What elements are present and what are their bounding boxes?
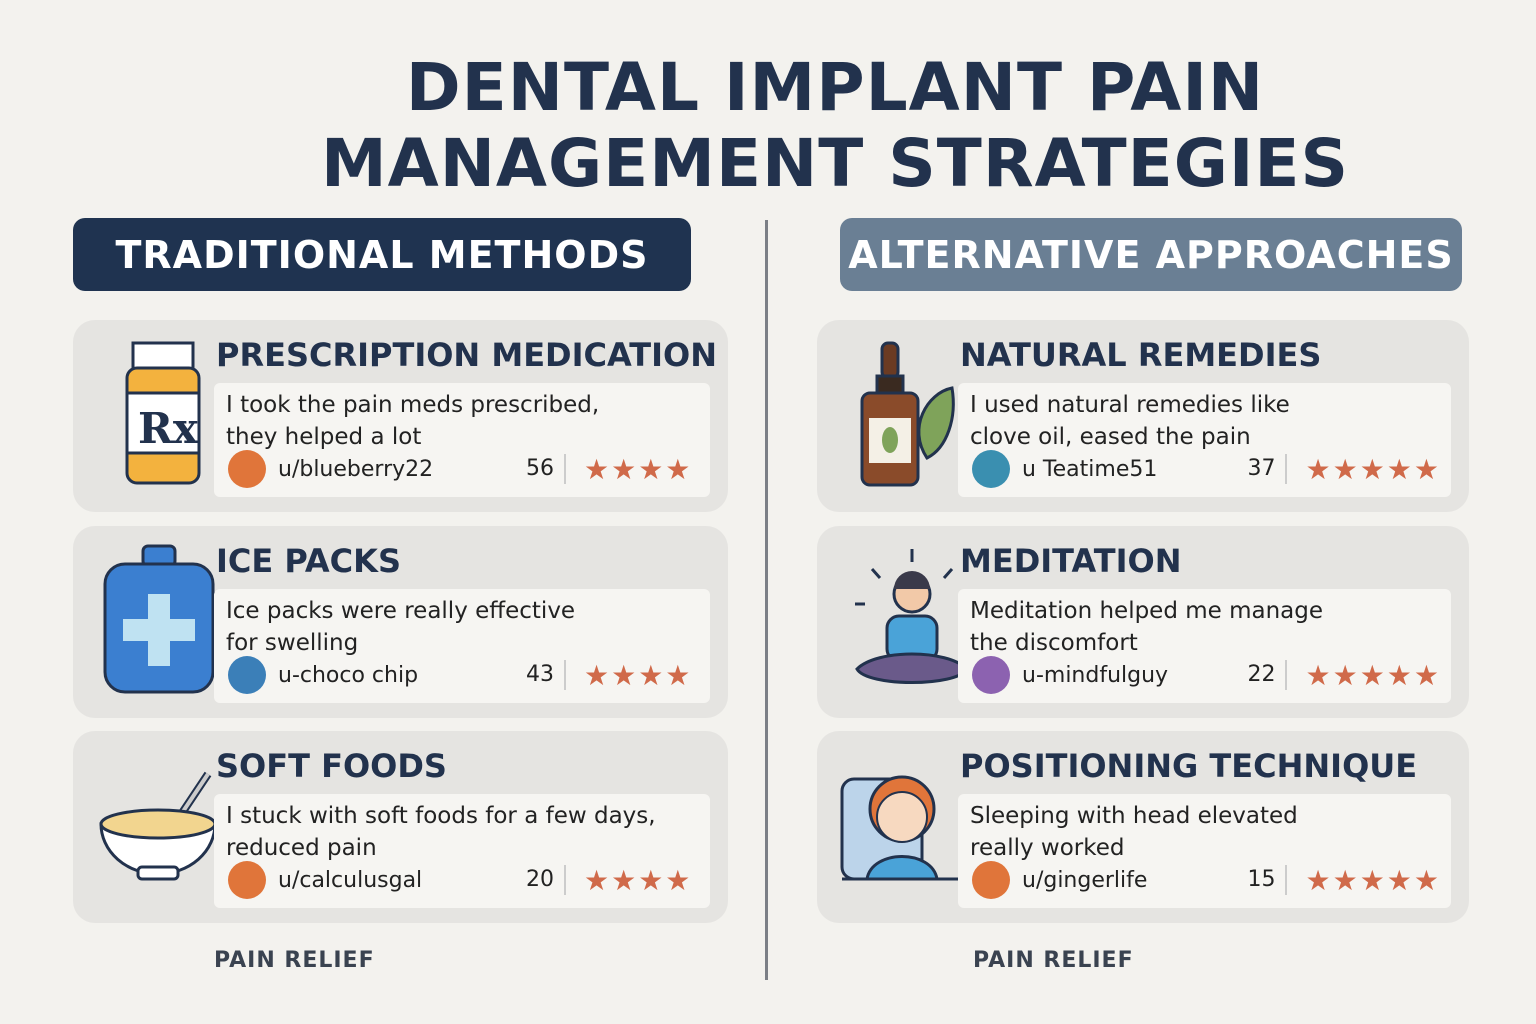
pill-bottle-icon: Rx [93, 338, 223, 488]
bowl-icon [93, 749, 223, 899]
sleeping-person-icon [837, 749, 967, 899]
star-rating: ★★★★★ [1305, 452, 1441, 486]
page-title: DENTAL IMPLANT PAIN MANAGEMENT STRATEGIE… [320, 49, 1350, 202]
comment-line: I took the pain meds prescribed, [226, 392, 600, 418]
comment-line: clove oil, eased the pain [970, 424, 1251, 450]
comment-footer: u/calculusgal 20 ★★★★ [228, 860, 700, 900]
card-title: POSITIONING TECHNIQUE [960, 747, 1418, 785]
card-title: PRESCRIPTION MEDICATION [216, 336, 717, 374]
star-rating: ★★★★★ [1305, 658, 1441, 692]
strategy-card: SOFT FOODS I stuck with soft foods for a… [73, 731, 728, 923]
left-footer-label: PAIN RELIEF [214, 948, 375, 973]
comment-line: reduced pain [226, 835, 377, 861]
comment-footer: u/gingerlife 15 ★★★★★ [972, 860, 1441, 900]
star-rating: ★★★★★ [1305, 863, 1441, 897]
strategy-card: MEDITATION Meditation helped me manage th… [817, 526, 1469, 718]
strategy-card: NATURAL REMEDIES I used natural remedies… [817, 320, 1469, 512]
comment-line: for swelling [226, 630, 359, 656]
svg-text:Rx: Rx [138, 404, 199, 453]
username[interactable]: u/calculusgal [278, 867, 423, 893]
avatar [972, 861, 1010, 899]
comment-line: Meditation helped me manage [970, 598, 1324, 624]
avatar [228, 656, 266, 694]
comment-text: Ice packs were really effective for swell… [226, 595, 575, 659]
comment-footer: u-choco chip 43 ★★★★ [228, 655, 700, 695]
username[interactable]: u-choco chip [278, 662, 419, 688]
comment-footer: u-mindfulguy 22 ★★★★★ [972, 655, 1441, 695]
upvote-count: 20 [526, 865, 566, 895]
comment-box: I used natural remedies like clove oil, e… [958, 383, 1451, 497]
comment-footer: u Teatime51 37 ★★★★★ [972, 449, 1441, 489]
comment-line: I used natural remedies like [970, 392, 1290, 418]
dropper-bottle-icon [837, 338, 967, 488]
card-title: SOFT FOODS [216, 747, 447, 785]
star-rating: ★★★★ [584, 452, 693, 486]
username[interactable]: u Teatime51 [1022, 456, 1158, 482]
star-rating: ★★★★ [584, 863, 693, 897]
comment-text: I stuck with soft foods for a few days, r… [226, 800, 656, 864]
avatar [228, 450, 266, 488]
upvote-count: 56 [526, 454, 566, 484]
star-rating: ★★★★ [584, 658, 693, 692]
comment-box: I took the pain meds prescribed, they hel… [214, 383, 710, 497]
comment-text: I took the pain meds prescribed, they hel… [226, 389, 599, 453]
traditional-methods-header: TRADITIONAL METHODS [73, 218, 691, 291]
card-title: ICE PACKS [216, 542, 401, 580]
upvote-count: 43 [526, 660, 566, 690]
avatar [972, 656, 1010, 694]
alternative-approaches-header: ALTERNATIVE APPROACHES [840, 218, 1462, 291]
comment-box: Meditation helped me manage the discomfor… [958, 589, 1451, 703]
comment-line: the discomfort [970, 630, 1138, 656]
comment-line: I stuck with soft foods for a few days, [226, 803, 656, 829]
upvote-count: 37 [1247, 454, 1288, 484]
username[interactable]: u/gingerlife [1022, 867, 1148, 893]
meditating-person-icon [837, 544, 969, 694]
comment-line: Sleeping with head elevated [970, 803, 1298, 829]
comment-line: Ice packs were really effective [226, 598, 576, 624]
comment-footer: u/blueberry22 56 ★★★★ [228, 449, 700, 489]
right-footer-label: PAIN RELIEF [973, 948, 1134, 973]
comment-text: I used natural remedies like clove oil, e… [970, 389, 1290, 453]
comment-box: Sleeping with head elevated really worked… [958, 794, 1451, 908]
card-title: MEDITATION [960, 542, 1182, 580]
avatar [972, 450, 1010, 488]
comment-box: Ice packs were really effective for swell… [214, 589, 710, 703]
card-title: NATURAL REMEDIES [960, 336, 1322, 374]
comment-text: Meditation helped me manage the discomfor… [970, 595, 1323, 659]
strategy-card: POSITIONING TECHNIQUE Sleeping with head… [817, 731, 1469, 923]
comment-text: Sleeping with head elevated really worked [970, 800, 1298, 864]
strategy-card: ICE PACKS Ice packs were really effectiv… [73, 526, 728, 718]
strategy-card: Rx PRESCRIPTION MEDICATION I took the pa… [73, 320, 728, 512]
username[interactable]: u/blueberry22 [278, 456, 434, 482]
username[interactable]: u-mindfulguy [1022, 662, 1169, 688]
comment-box: I stuck with soft foods for a few days, r… [214, 794, 710, 908]
column-divider [765, 220, 768, 980]
upvote-count: 15 [1247, 865, 1288, 895]
comment-line: really worked [970, 835, 1125, 861]
ice-pack-icon [93, 544, 223, 694]
avatar [228, 861, 266, 899]
comment-line: they helped a lot [226, 424, 422, 450]
upvote-count: 22 [1247, 660, 1288, 690]
